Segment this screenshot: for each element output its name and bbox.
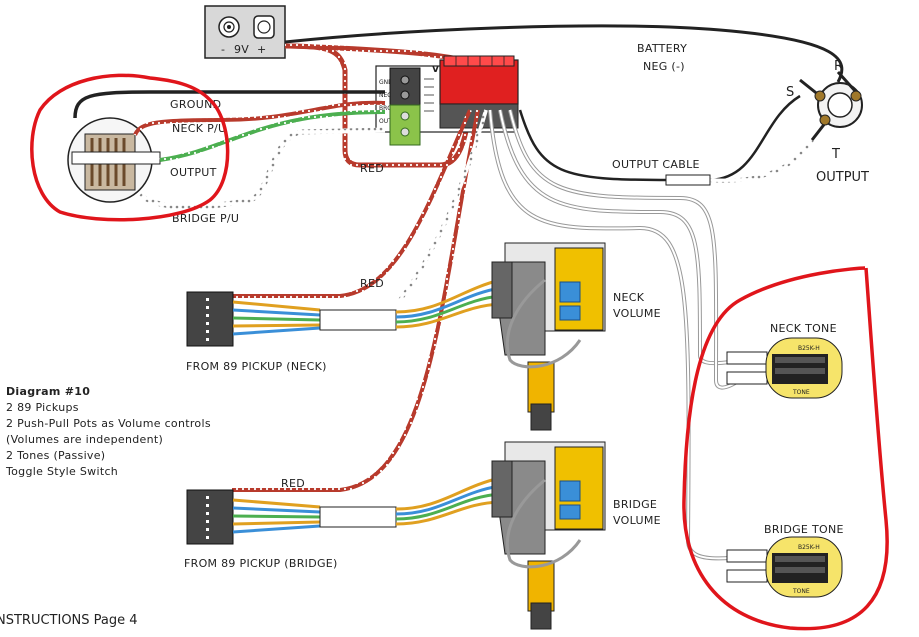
neck-volume-label-2: VOLUME xyxy=(613,307,661,320)
jack-output-label: OUTPUT xyxy=(170,166,217,179)
bridge-volume-label-2: VOLUME xyxy=(613,514,661,527)
neck-tone-pot: B25K-H TONE xyxy=(726,337,843,399)
neck-vol-shield xyxy=(398,109,488,302)
bridge-volume-label-1: BRIDGE xyxy=(613,498,657,511)
output-jack xyxy=(799,70,863,141)
output-cable-shield xyxy=(709,138,814,183)
output-jack-t-label: T xyxy=(831,147,840,162)
neck-pickup-connector xyxy=(186,278,501,347)
bridge-tone-pcb-code: B25K-H xyxy=(798,544,820,551)
battery-minus-label: - xyxy=(221,43,225,56)
notes-line: (Volumes are independent) xyxy=(6,433,164,446)
battery-neg-wire xyxy=(284,24,844,83)
red-wire-label-top: RED xyxy=(360,162,384,175)
annotation-circle-input-jack xyxy=(30,73,230,222)
battery-voltage-label: 9V xyxy=(234,43,249,56)
output-jack-output-label: OUTPUT xyxy=(816,170,869,185)
notes-line: Toggle Style Switch xyxy=(6,465,119,478)
output-jack-r-label: R xyxy=(834,59,843,74)
page-footer: NSTRUCTIONS Page 4 xyxy=(0,613,138,628)
notes-title: Diagram #10 xyxy=(6,385,91,398)
bridge-tone-pot: B25K-H TONE xyxy=(726,536,843,598)
battery-pos-wire xyxy=(284,43,473,168)
neck-pickup-red-wire xyxy=(232,109,472,298)
neck-pickup-label: FROM 89 PICKUP (NECK) xyxy=(186,360,327,373)
preamp-label-gnd: GND xyxy=(379,79,393,86)
preamp-label-brg: BRG xyxy=(379,105,392,112)
output-cable-label: OUTPUT CABLE xyxy=(612,158,700,171)
ground-label: GROUND xyxy=(170,98,221,111)
notes-line: 2 89 Pickups xyxy=(6,401,79,414)
battery-snap: - 9V + xyxy=(204,5,286,59)
annotation-circle-tone-pots xyxy=(682,266,889,631)
neck-pu-wire xyxy=(133,100,386,136)
battery-neg-label-1: BATTERY xyxy=(637,42,687,55)
bridge-pickup-red-wire xyxy=(232,109,480,492)
battery-plus-label: + xyxy=(257,43,267,56)
ground-wire xyxy=(73,90,385,119)
bridge-pickup-label: FROM 89 PICKUP (BRIDGE) xyxy=(184,557,338,570)
neck-volume-pot xyxy=(491,242,606,431)
preamp-vplus-label: V+ xyxy=(432,65,447,75)
diagram-notes: Diagram #10 2 89 Pickups 2 Push-Pull Pot… xyxy=(6,384,211,480)
red-wire-label-mid: RED xyxy=(360,277,384,290)
notes-line: 2 Tones (Passive) xyxy=(6,449,106,462)
neck-pu-label: NECK P/U xyxy=(172,122,226,135)
neck-tone-pcb-text: TONE xyxy=(792,389,810,396)
output-green-wire xyxy=(159,110,386,162)
input-jack xyxy=(67,117,161,203)
bridge-tone-label: BRIDGE TONE xyxy=(764,523,844,536)
bridge-pu-label: BRIDGE P/U xyxy=(172,212,239,225)
neck-tone-label: NECK TONE xyxy=(770,322,837,335)
bridge-pu-wire xyxy=(138,127,386,210)
neck-pot-lead xyxy=(505,278,582,369)
bridge-pot-lead xyxy=(505,478,582,569)
output-jack-s-label: S xyxy=(786,85,794,100)
bridge-volume-pot xyxy=(491,441,606,630)
red-wire-label-low: RED xyxy=(281,477,305,490)
neck-tone-pcb-code: B25K-H xyxy=(798,345,820,352)
bridge-pickup-connector xyxy=(186,476,501,545)
preamp-label-neck: NECK xyxy=(379,92,396,99)
battery-neg-label-2: NEG (-) xyxy=(643,60,685,73)
notes-line: 2 Push-Pull Pots as Volume controls xyxy=(6,417,211,430)
preamp-label-out: OUT xyxy=(379,118,392,125)
bridge-tone-pcb-text: TONE xyxy=(792,588,810,595)
output-cable-plug xyxy=(665,174,711,186)
neck-volume-label-1: NECK xyxy=(613,291,645,304)
preamp-board: GND NECK BRG OUT V+ xyxy=(375,55,519,146)
